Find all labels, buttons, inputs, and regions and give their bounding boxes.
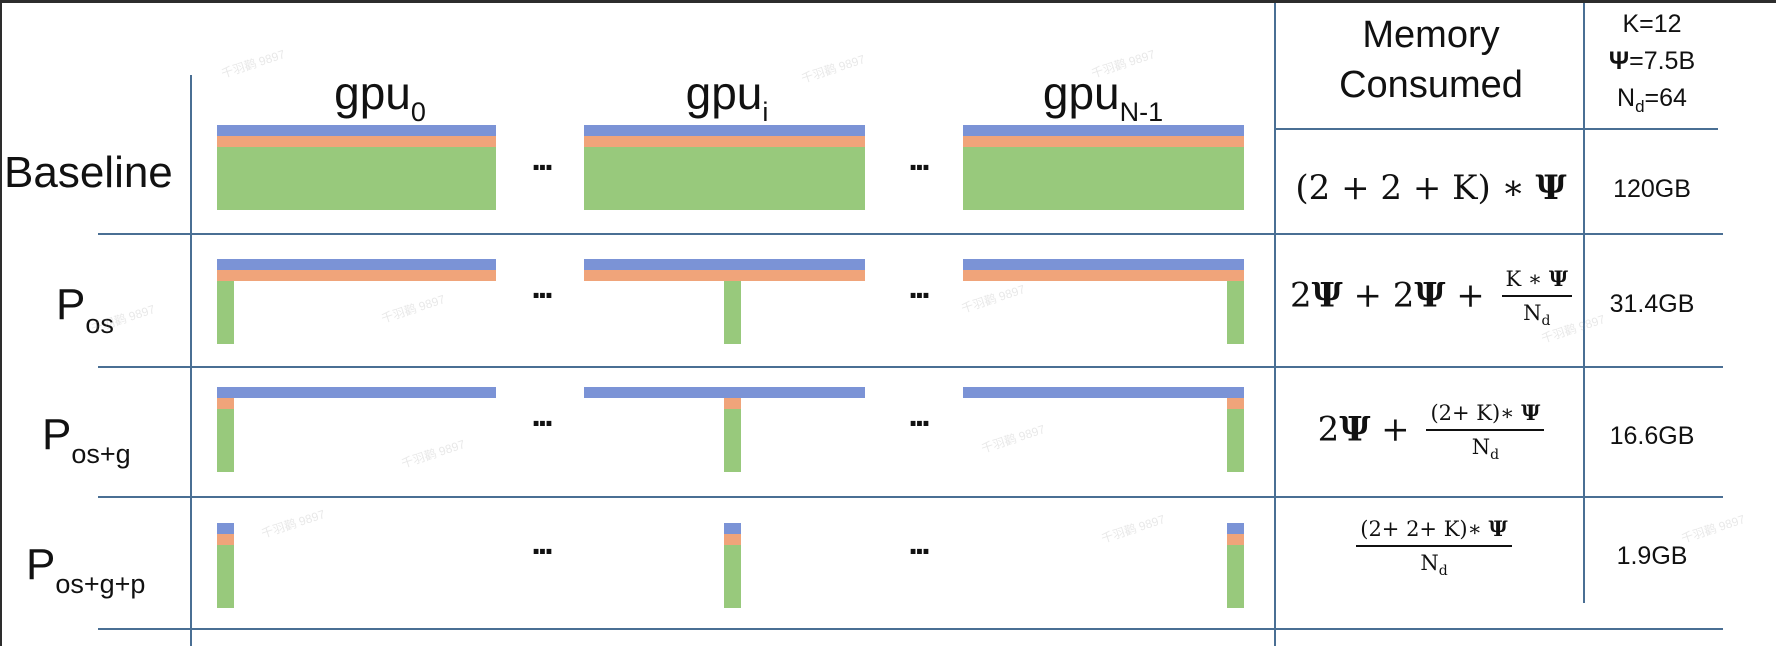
posgp-gpui-grad-bar bbox=[724, 534, 741, 545]
k-value: K=12 bbox=[1622, 10, 1682, 38]
posg-gpun-grad-bar bbox=[1227, 398, 1244, 409]
params-column-divider bbox=[1583, 3, 1585, 603]
pos-ellipsis-1: ... bbox=[531, 268, 553, 306]
posgp-gpui-optim-bar bbox=[724, 545, 741, 608]
pos-ellipsis-2: ... bbox=[908, 268, 930, 306]
row-label-pos-g: Pos+g bbox=[42, 410, 131, 469]
params-header: K=12 Ψ=7.5B Nd=64 bbox=[1586, 6, 1718, 125]
watermark: 千羽鹳 9897 bbox=[979, 422, 1047, 456]
baseline-gpu0-param-bar bbox=[217, 125, 496, 136]
gpu-i-header: gpui bbox=[685, 67, 769, 127]
top-border bbox=[0, 0, 1776, 3]
left-border bbox=[0, 0, 2, 646]
baseline-memory-value: 120GB bbox=[1613, 175, 1691, 203]
row-divider-2 bbox=[98, 366, 1723, 368]
memory-column-divider bbox=[1274, 3, 1276, 646]
baseline-gpun-grad-bar bbox=[963, 136, 1244, 147]
header-divider bbox=[1276, 128, 1718, 130]
pos-gpu0-optim-bar bbox=[217, 281, 234, 344]
pos-gpu0-grad-bar bbox=[217, 270, 496, 281]
row-label-pos: Pos bbox=[56, 280, 114, 339]
memory-header-line-1: Memory bbox=[1362, 14, 1500, 56]
posgp-ellipsis-1: ... bbox=[531, 524, 553, 562]
watermark: 千羽鹳 9897 bbox=[399, 437, 467, 471]
posgp-gpu0-param-bar bbox=[217, 523, 234, 534]
baseline-ellipsis-2: ... bbox=[908, 140, 930, 178]
pos-gpun-optim-bar bbox=[1227, 281, 1244, 344]
pos-gpui-optim-bar bbox=[724, 281, 741, 344]
watermark: 千羽鹳 9897 bbox=[259, 507, 327, 541]
posgp-gpun-param-bar bbox=[1227, 523, 1244, 534]
row-divider-3 bbox=[98, 496, 1723, 498]
row-divider-1 bbox=[98, 233, 1723, 235]
pos-memory-value: 31.4GB bbox=[1609, 290, 1695, 318]
posg-gpui-param-bar bbox=[584, 387, 865, 398]
watermark: 千羽鹳 9897 bbox=[379, 292, 447, 326]
baseline-gpui-grad-bar bbox=[584, 136, 865, 147]
posg-ellipsis-2: ... bbox=[908, 396, 930, 434]
gpu-n-minus-1-header: gpuN-1 bbox=[1042, 67, 1164, 127]
baseline-gpui-optim-bar bbox=[584, 147, 865, 210]
baseline-gpu0-optim-bar bbox=[217, 147, 496, 210]
gpu-0-header: gpu0 bbox=[334, 67, 426, 127]
pos-gpun-param-bar bbox=[963, 259, 1244, 270]
posg-gpui-grad-bar bbox=[724, 398, 741, 409]
baseline-formula: (2 + 2 + K) ∗ Ψ bbox=[1295, 168, 1567, 208]
posgp-gpu0-grad-bar bbox=[217, 534, 234, 545]
posgp-memory-value: 1.9GB bbox=[1616, 542, 1688, 570]
pos-gpui-param-bar bbox=[584, 259, 865, 270]
pos-gpun-grad-bar bbox=[963, 270, 1244, 281]
baseline-gpui-param-bar bbox=[584, 125, 865, 136]
row-label-pos-g-p: Pos+g+p bbox=[26, 540, 146, 599]
baseline-gpun-param-bar bbox=[963, 125, 1244, 136]
posg-gpu0-param-bar bbox=[217, 387, 496, 398]
memory-consumed-header: Memory Consumed bbox=[1276, 10, 1586, 110]
posg-memory-value: 16.6GB bbox=[1609, 422, 1695, 450]
baseline-ellipsis-1: ... bbox=[531, 140, 553, 178]
posg-gpun-optim-bar bbox=[1227, 409, 1244, 472]
posgp-gpu0-optim-bar bbox=[217, 545, 234, 608]
posg-gpu0-grad-bar bbox=[217, 398, 234, 409]
posgp-gpui-param-bar bbox=[724, 523, 741, 534]
posg-ellipsis-1: ... bbox=[531, 396, 553, 434]
row-divider-4 bbox=[98, 628, 1723, 630]
memory-header-line-2: Consumed bbox=[1339, 64, 1523, 106]
posg-gpui-optim-bar bbox=[724, 409, 741, 472]
psi-value: Ψ=7.5B bbox=[1608, 47, 1696, 75]
posg-gpun-param-bar bbox=[963, 387, 1244, 398]
pos-gpu0-param-bar bbox=[217, 259, 496, 270]
posgp-gpun-grad-bar bbox=[1227, 534, 1244, 545]
baseline-gpun-optim-bar bbox=[963, 147, 1244, 210]
nd-value: Nd=64 bbox=[1617, 84, 1687, 116]
posgp-ellipsis-2: ... bbox=[908, 524, 930, 562]
pos-gpui-grad-bar bbox=[584, 270, 865, 281]
row-label-baseline: Baseline bbox=[4, 148, 173, 197]
watermark: 千羽鹳 9897 bbox=[959, 282, 1027, 316]
posg-gpu0-optim-bar bbox=[217, 409, 234, 472]
baseline-gpu0-grad-bar bbox=[217, 136, 496, 147]
watermark: 千羽鹳 9897 bbox=[1099, 512, 1167, 546]
label-column-divider bbox=[190, 75, 192, 646]
posgp-gpun-optim-bar bbox=[1227, 545, 1244, 608]
